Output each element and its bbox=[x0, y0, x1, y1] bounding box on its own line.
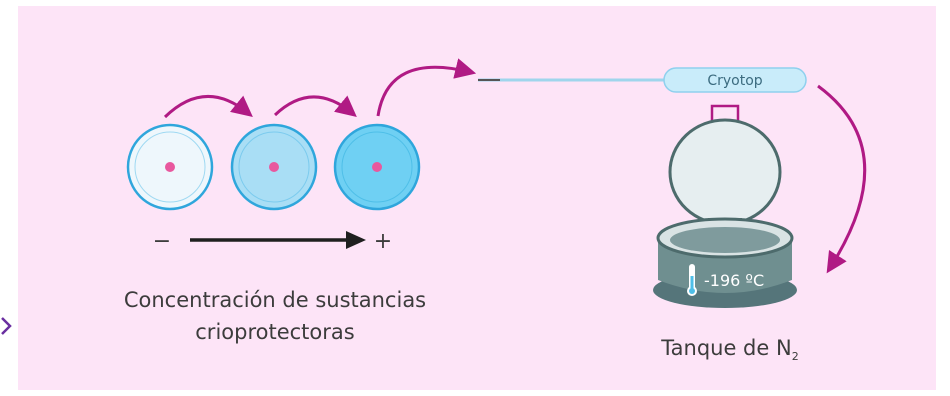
gradient-arrow-head bbox=[346, 231, 366, 249]
cryotop-device: Cryotop bbox=[478, 67, 807, 93]
transfer-arrow-2 bbox=[273, 95, 357, 118]
temperature-label: -196 ºC bbox=[704, 271, 764, 290]
tank-caption-main: Tanque de N bbox=[661, 336, 792, 360]
nitrogen-tank: -196 ºC bbox=[653, 104, 797, 308]
concentration-caption-line1: Concentración de sustancias bbox=[123, 288, 427, 312]
gradient-minus-label: − bbox=[153, 229, 171, 254]
left-pointer-icon bbox=[1, 317, 12, 335]
tank-lid bbox=[668, 118, 782, 226]
gradient-plus-label: + bbox=[374, 229, 392, 254]
cryotop-handle bbox=[663, 67, 807, 93]
nucleus-icon bbox=[372, 162, 382, 172]
cell-mid-concentration bbox=[230, 123, 318, 211]
cell-high-concentration bbox=[333, 123, 421, 211]
nucleus-icon bbox=[269, 162, 279, 172]
transfer-arrow-1 bbox=[163, 94, 253, 119]
tank-caption: Tanque de N2 bbox=[620, 332, 840, 373]
cryotop-label: Cryotop bbox=[707, 73, 762, 89]
thermometer-icon bbox=[687, 264, 697, 296]
plunge-arrow bbox=[817, 84, 867, 274]
nucleus-icon bbox=[165, 162, 175, 172]
concentration-caption-line2: crioprotectoras bbox=[195, 320, 355, 344]
tank-caption-subscript: 2 bbox=[791, 350, 799, 364]
transfer-to-cryotop-arrow bbox=[376, 58, 477, 117]
concentration-caption: Concentración de sustancias crioprotecto… bbox=[70, 284, 480, 348]
cell-low-concentration bbox=[126, 123, 214, 211]
